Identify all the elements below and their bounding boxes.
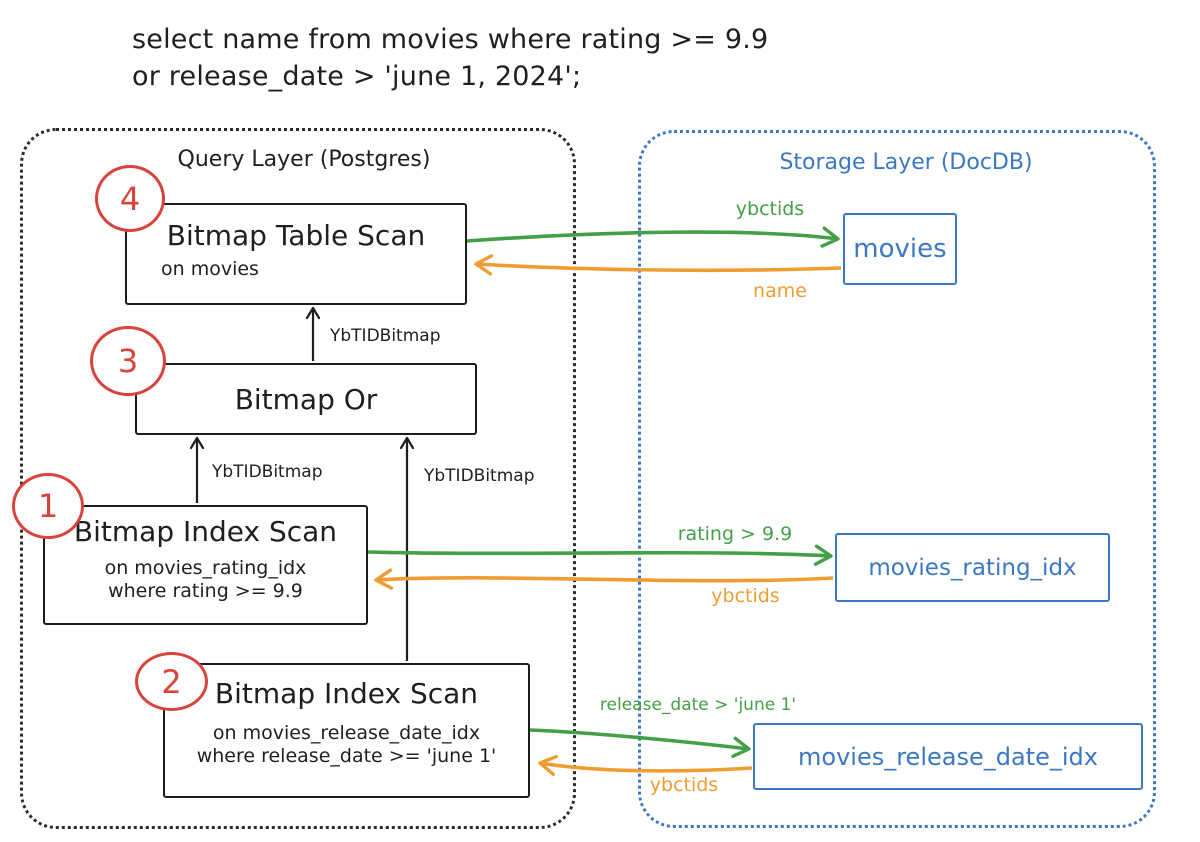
node-movies-table: movies xyxy=(843,213,957,285)
node-bitmap-index-scan-rating: Bitmap Index Scan on movies_rating_idx w… xyxy=(43,505,368,625)
node-bitmap-table-scan-detail: on movies xyxy=(161,258,259,280)
step-badge-1: 1 xyxy=(12,473,84,539)
query-layer-title: Query Layer (Postgres) xyxy=(177,147,431,172)
edge-label-ybtidbitmap-right: YbTIDBitmap xyxy=(424,466,535,486)
sql-query-line-2: or release_date > 'june 1, 2024'; xyxy=(132,61,582,92)
edge-label-release-predicate: release_date > 'june 1' xyxy=(599,695,797,715)
storage-layer-container xyxy=(638,130,1156,828)
node-index-scan-release-title: Bitmap Index Scan xyxy=(214,677,479,710)
storage-layer-title: Storage Layer (DocDB) xyxy=(779,150,1033,175)
query-layer-container xyxy=(20,128,576,829)
node-index-scan-rating-detail1: on movies_rating_idx xyxy=(104,557,307,579)
node-bitmap-or: Bitmap Or xyxy=(135,363,477,435)
node-index-scan-release-detail1: on movies_release_date_idx xyxy=(212,722,481,744)
edge-label-ybtidbitmap-top: YbTIDBitmap xyxy=(330,326,441,346)
step-badge-2: 2 xyxy=(135,652,208,711)
edge-label-ybctids-release: ybctids xyxy=(649,774,719,796)
node-bitmap-or-title: Bitmap Or xyxy=(234,382,378,416)
sql-query-line-1: select name from movies where rating >= … xyxy=(132,24,769,55)
edge-label-rating-predicate: rating > 9.9 xyxy=(677,523,793,545)
node-index-scan-rating-detail2: where rating >= 9.9 xyxy=(108,580,303,602)
node-index-scan-release-detail2: where release_date >= 'june 1' xyxy=(196,745,497,767)
step-badge-4: 4 xyxy=(95,165,165,232)
node-index-scan-rating-title: Bitmap Index Scan xyxy=(73,515,338,548)
node-movies-release-date-idx: movies_release_date_idx xyxy=(753,723,1143,790)
step-badge-3: 3 xyxy=(90,326,166,396)
node-bitmap-index-scan-release: Bitmap Index Scan on movies_release_date… xyxy=(163,663,530,798)
node-bitmap-table-scan-title: Bitmap Table Scan xyxy=(166,219,426,252)
node-movies-rating-idx: movies_rating_idx xyxy=(835,533,1110,602)
node-bitmap-table-scan: Bitmap Table Scan on movies xyxy=(125,203,467,305)
edge-label-ybtidbitmap-left: YbTIDBitmap xyxy=(212,462,323,482)
edge-label-ybctids-movies: ybctids xyxy=(735,198,805,220)
edge-label-name: name xyxy=(753,280,807,302)
edge-label-ybctids-rating: ybctids xyxy=(711,585,780,607)
